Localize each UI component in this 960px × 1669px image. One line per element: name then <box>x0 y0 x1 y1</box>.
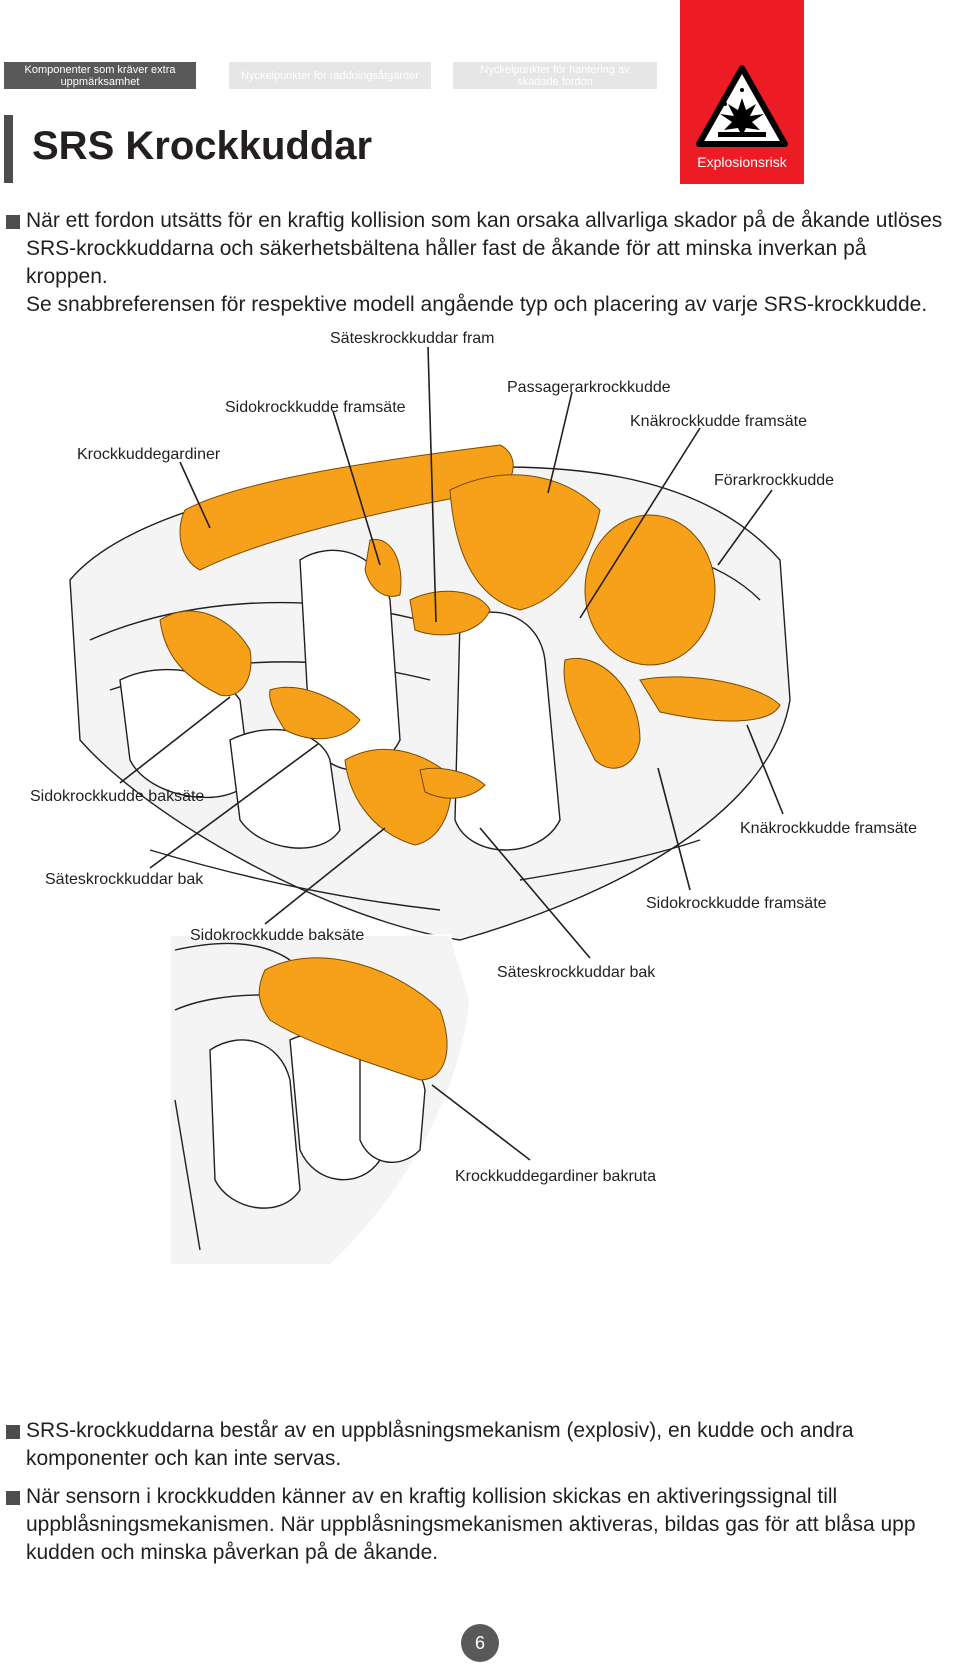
intro-reference-note: Se snabbreferensen för respektive modell… <box>26 293 928 316</box>
front-side-airbag-left <box>364 538 402 597</box>
callout-front-knee-airbag-1: Knäkrockkudde framsäte <box>630 413 807 430</box>
callout-curtain-airbags: Krockkuddegardiner <box>77 446 221 463</box>
bullet-marker <box>6 1425 20 1439</box>
page-number: 6 <box>461 1624 499 1662</box>
airbag-diagram: Säteskrockkuddar fram Sidokrockkudde fra… <box>0 320 960 1360</box>
callout-rear-side-airbag-2: Sidokrockkudde baksäte <box>190 927 365 944</box>
front-seat-airbag <box>409 590 491 636</box>
callout-front-knee-airbag-2: Knäkrockkudde framsäte <box>740 820 917 837</box>
rear-seat-airbag-left <box>269 686 361 740</box>
bullet-marker <box>6 1491 20 1505</box>
callout-front-side-airbag-2: Sidokrockkudde framsäte <box>646 895 827 912</box>
callout-rear-seat-airbags-2: Säteskrockkuddar bak <box>497 964 656 981</box>
tab-components[interactable]: Komponenter som kräver extra uppmärksamh… <box>4 62 196 89</box>
car-interior-illustration <box>69 346 791 1266</box>
callout-front-side-airbag-1: Sidokrockkudde framsäte <box>225 399 406 416</box>
explosion-triangle <box>696 65 788 147</box>
callout-rear-side-airbag-1: Sidokrockkudde baksäte <box>30 788 205 805</box>
bullet-marker <box>6 215 20 229</box>
rear-side-airbag-left <box>159 610 252 697</box>
rear-seat-airbag-right <box>419 767 486 799</box>
page-title: SRS Krockkuddar <box>32 124 373 168</box>
passenger-airbag <box>449 474 601 611</box>
tab-rescue-key-points[interactable]: Nyckelpunkter för räddningsåtgärder <box>229 62 431 89</box>
sensor-paragraph: När sensorn i krockkudden känner av en k… <box>26 1485 916 1564</box>
title-accent-bar <box>4 115 13 183</box>
inflator-paragraph: SRS-krockkuddarna består av en uppblåsni… <box>26 1419 854 1470</box>
explosion-warning-label: Explosionsrisk <box>697 154 787 170</box>
callout-driver-airbag: Förarkrockkudde <box>714 472 835 489</box>
callout-rear-seat-airbags-1: Säteskrockkuddar bak <box>45 871 204 888</box>
driver-airbag <box>584 514 716 666</box>
intro-paragraph: När ett fordon utsätts för en kraftig ko… <box>26 209 943 288</box>
explosion-warning-box: Explosionsrisk <box>680 0 804 184</box>
callout-front-seat-airbags: Säteskrockkuddar fram <box>330 330 495 347</box>
driver-knee-airbag <box>639 676 781 722</box>
rear-window-curtain-airbag <box>258 957 448 1081</box>
callout-rear-window-curtain: Krockkuddegardiner bakruta <box>455 1168 657 1185</box>
callout-passenger-airbag: Passagerarkrockkudde <box>507 379 671 396</box>
front-side-airbag-right <box>563 658 641 769</box>
tab-damaged-vehicle-key-points[interactable]: Nyckelpunkter för hantering av skadade f… <box>453 62 657 89</box>
